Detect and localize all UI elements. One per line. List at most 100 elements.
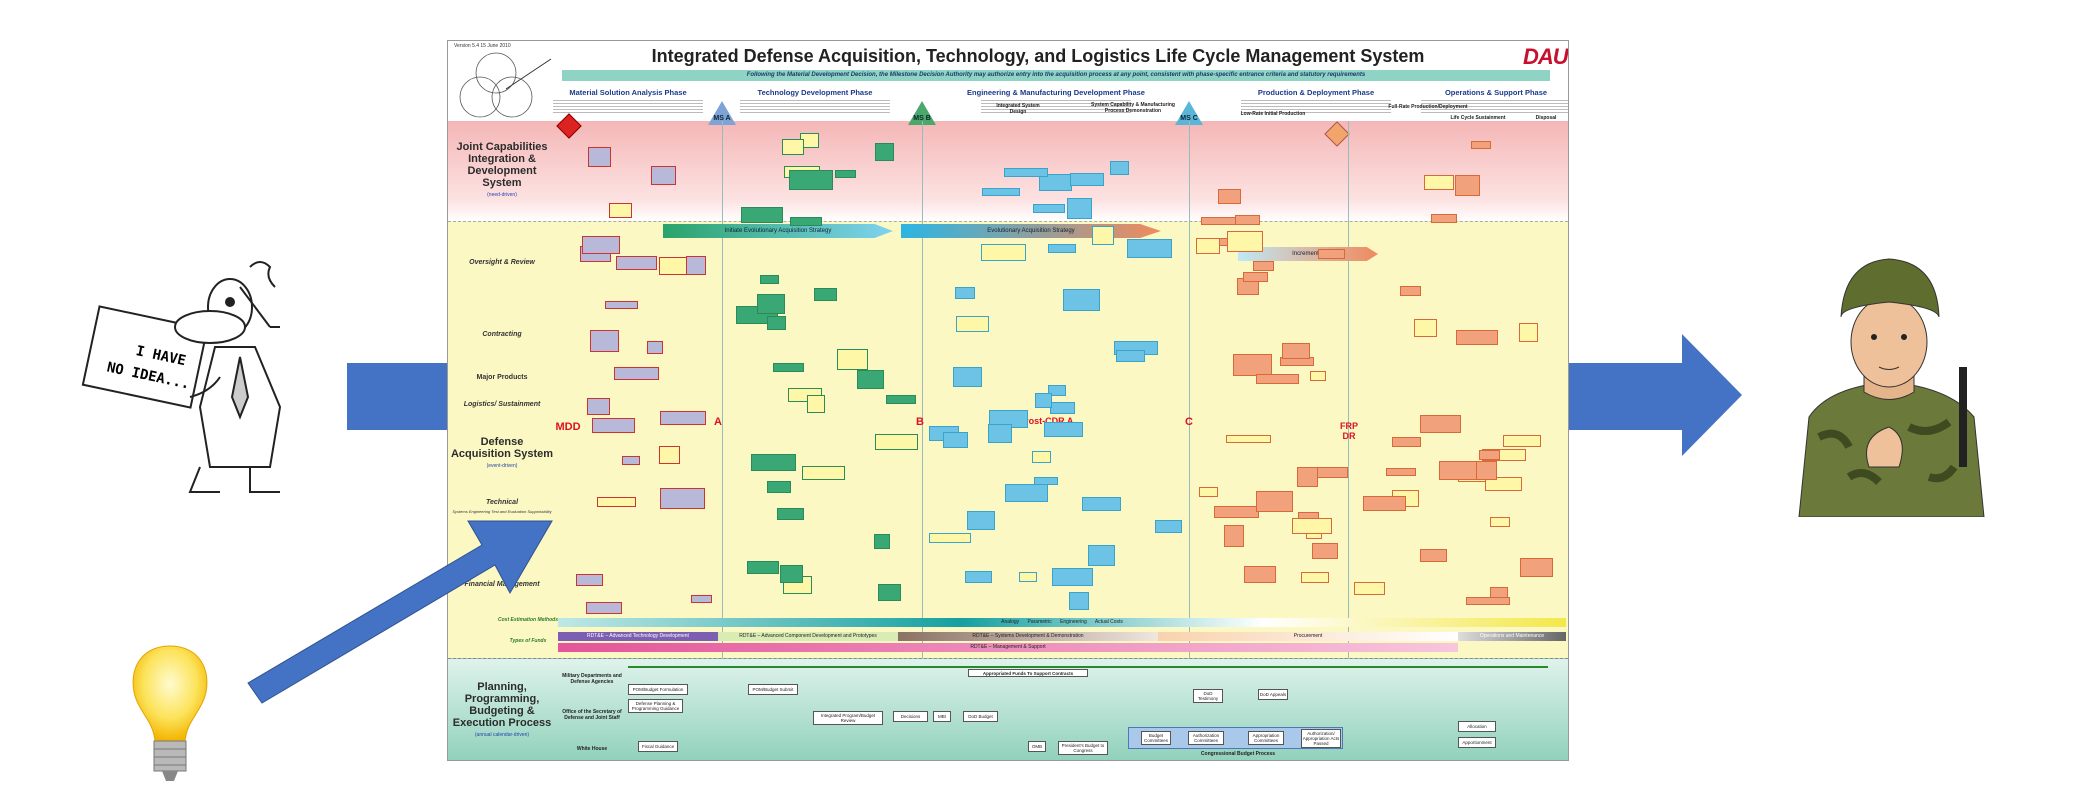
ppbe-box: POM/Budget Formulation xyxy=(628,684,688,695)
process-box xyxy=(1253,261,1275,272)
phase-desc xyxy=(740,98,890,114)
process-box xyxy=(952,367,983,388)
ppbe-label: Planning, Programming, Budgeting & Execu… xyxy=(452,681,552,738)
right-arrow xyxy=(1565,334,1742,456)
process-box xyxy=(1033,476,1059,485)
row-financial: Financial Management xyxy=(464,581,540,588)
process-box xyxy=(1281,342,1311,360)
confused-man-cartoon: I HAVE NO IDEA... xyxy=(81,261,282,493)
process-box xyxy=(1502,434,1541,447)
phase-desc xyxy=(981,98,1131,114)
process-box xyxy=(1400,286,1422,296)
process-box xyxy=(956,316,989,333)
process-box xyxy=(1087,545,1116,567)
process-box xyxy=(1456,329,1499,346)
process-box xyxy=(1392,437,1421,447)
row-products: Major Products xyxy=(476,374,528,381)
process-box xyxy=(651,165,676,185)
congressional-budget-process-label: Congressional Budget Process xyxy=(1200,751,1276,757)
process-box xyxy=(807,394,826,413)
sub-phase: Full-Rate Production/Deployment xyxy=(1388,104,1468,110)
process-box xyxy=(942,431,968,449)
process-box xyxy=(750,453,797,472)
ppbe-box: Apportionment xyxy=(1458,737,1496,748)
strategy-arrow-initiate: Initiate Evolutionary Acquisition Strate… xyxy=(663,224,893,238)
process-box xyxy=(586,397,610,416)
fund-acdp: RDT&E – Advanced Component Development a… xyxy=(718,632,898,641)
process-box xyxy=(576,573,603,587)
process-box xyxy=(1484,477,1523,491)
decision-c: C xyxy=(1185,416,1193,428)
fund-sdd: RDT&E – Systems Development & Demonstrat… xyxy=(898,632,1158,641)
process-box xyxy=(766,480,792,494)
milestone-c-label: MS C xyxy=(1180,115,1198,122)
process-box xyxy=(886,395,916,405)
process-box xyxy=(1047,384,1066,397)
process-box xyxy=(1353,581,1385,596)
process-box xyxy=(1068,592,1089,611)
phase-emd: Engineering & Manufacturing Development … xyxy=(967,88,1145,97)
process-box xyxy=(1081,496,1122,511)
process-box xyxy=(874,142,895,162)
row-technical-sub: Systems Engineering Test and Evaluation … xyxy=(452,509,552,514)
cost-band-parametric: Parametric xyxy=(1027,619,1052,625)
fund-procurement: Procurement xyxy=(1158,632,1458,641)
phase-os: Operations & Support Phase xyxy=(1444,88,1548,97)
process-box xyxy=(690,594,712,604)
process-box xyxy=(1201,216,1237,225)
process-box xyxy=(1420,548,1447,563)
org-osd: Office of the Secretary of Defense and J… xyxy=(562,709,622,721)
process-box xyxy=(779,564,803,584)
process-box xyxy=(1049,402,1076,414)
process-box xyxy=(1318,249,1346,260)
ppbe-box: DoD Budget xyxy=(963,711,998,722)
process-box xyxy=(605,300,638,309)
milestone-b-label: MS B xyxy=(913,115,931,122)
appropriated-funds-label: Appropriated Funds To Support Contracts xyxy=(968,669,1088,677)
ppbe-box: DoD Testimony xyxy=(1193,689,1223,703)
phase-desc xyxy=(1241,98,1391,114)
process-box xyxy=(1227,230,1264,252)
version-label: Version 5.4 15 June 2010 xyxy=(454,43,511,49)
sub-phase: Life Cycle Sustainment xyxy=(1450,115,1506,121)
process-box xyxy=(1199,487,1219,498)
process-box xyxy=(1226,434,1272,443)
process-box xyxy=(686,255,707,276)
process-box xyxy=(646,340,663,354)
process-box xyxy=(586,602,623,615)
org-military-depts: Military Departments and Defense Agencie… xyxy=(562,673,622,685)
process-box xyxy=(1519,557,1554,577)
process-box xyxy=(856,370,885,389)
process-box xyxy=(740,207,784,224)
process-box xyxy=(965,570,992,584)
process-box xyxy=(1155,519,1182,533)
process-box xyxy=(954,286,976,300)
phase-td: Technology Development Phase xyxy=(757,88,873,97)
congressional-budget-process xyxy=(1128,727,1343,749)
decision-a: A xyxy=(714,416,722,428)
appropriated-line xyxy=(628,666,1548,668)
fund-mgmt: RDT&E – Management & Support xyxy=(558,643,1458,652)
process-box xyxy=(1070,172,1104,186)
ppbe-box: OMB xyxy=(1028,741,1046,752)
row-technical: Technical xyxy=(485,499,519,506)
process-box xyxy=(1018,571,1038,582)
milestone-a-label: MS A xyxy=(713,115,731,122)
poster-title: Integrated Defense Acquisition, Technolo… xyxy=(651,46,1425,66)
process-box xyxy=(1455,174,1481,197)
org-white-house: White House xyxy=(576,746,608,752)
process-box xyxy=(597,496,636,507)
process-box xyxy=(776,508,804,520)
process-box xyxy=(1255,373,1300,385)
process-box xyxy=(1235,215,1261,225)
jcids-label: Joint Capabilities Integration & Develop… xyxy=(456,141,548,198)
process-box xyxy=(757,294,786,314)
process-box xyxy=(1244,565,1276,583)
cost-band: Analogy Parametric Engineering Actual Co… xyxy=(558,618,1566,627)
process-box xyxy=(1196,238,1221,255)
process-box xyxy=(813,287,838,302)
process-box xyxy=(615,255,657,271)
cost-band-actual: Actual Costs xyxy=(1094,619,1123,625)
process-box xyxy=(1005,484,1048,502)
das-label: Defense Acquisition System(event-driven) xyxy=(450,436,554,469)
